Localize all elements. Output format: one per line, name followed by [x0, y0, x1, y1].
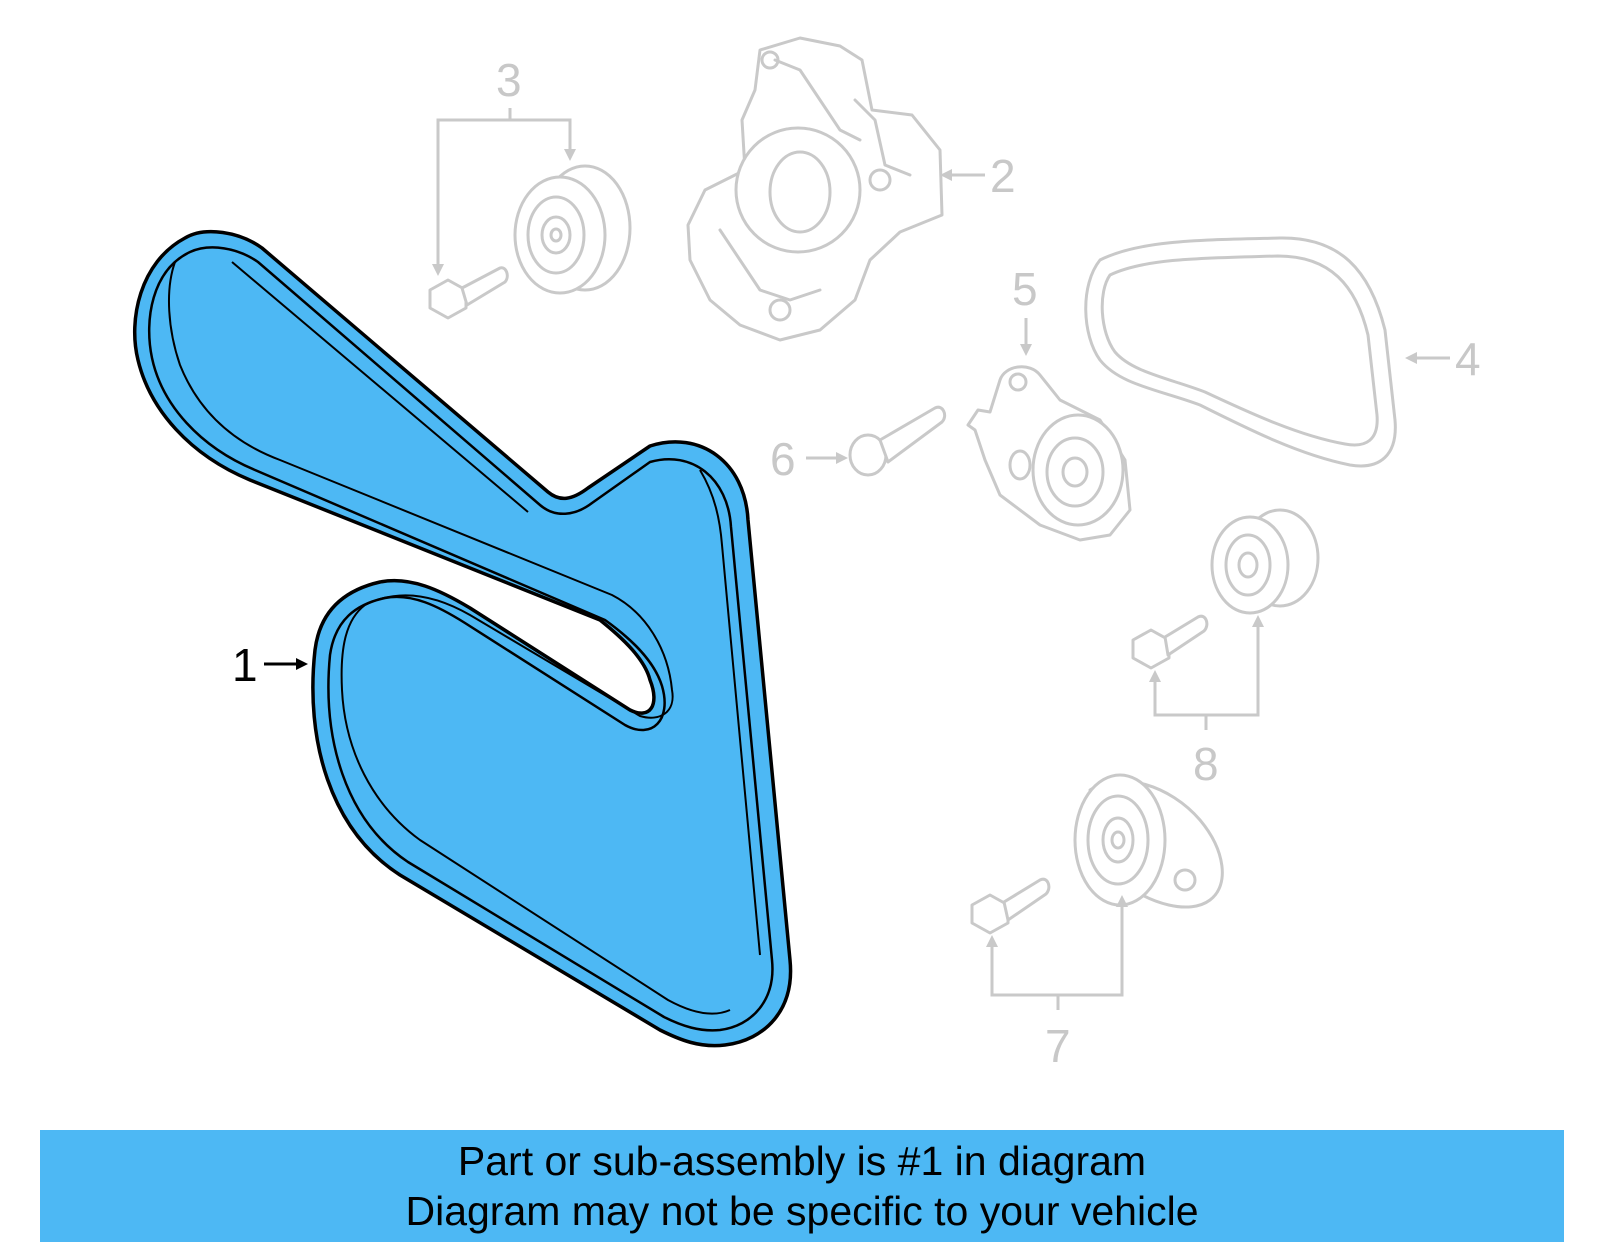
callout-4: 4 — [1405, 333, 1481, 385]
part-5-tensioner[interactable] — [966, 365, 1132, 542]
callout-3: 3 — [432, 54, 576, 276]
callout-1: 1 — [232, 639, 308, 691]
callout-5-label: 5 — [1012, 263, 1038, 315]
banner-line-2: Diagram may not be specific to your vehi… — [405, 1188, 1199, 1234]
callout-7: 7 — [986, 895, 1128, 1072]
part-8-bolt[interactable] — [1131, 614, 1209, 670]
part-4-secondary-belt[interactable] — [1084, 236, 1397, 468]
callout-5: 5 — [1012, 263, 1038, 356]
part-8-idler-pulley[interactable] — [1210, 508, 1320, 615]
info-banner: Part or sub-assembly is #1 in diagram Di… — [40, 1130, 1564, 1242]
callout-3-label: 3 — [496, 54, 522, 106]
part-6-bolt[interactable] — [848, 405, 947, 477]
part-7-bolt[interactable] — [970, 877, 1051, 935]
banner-line-1: Part or sub-assembly is #1 in diagram — [457, 1138, 1147, 1184]
parts-diagram: 1 2 3 — [132, 36, 1481, 1072]
part-1-serpentine-belt[interactable] — [132, 229, 793, 1048]
callout-8-label: 8 — [1193, 738, 1219, 790]
part-3-bolt[interactable] — [428, 266, 509, 320]
callout-2: 2 — [940, 150, 1016, 202]
callout-2-label: 2 — [990, 150, 1016, 202]
callout-6-label: 6 — [770, 433, 796, 485]
part-7-idler-pulley[interactable] — [1073, 773, 1224, 909]
part-2-pump-housing[interactable] — [686, 36, 944, 342]
part-3-idler-pulley[interactable] — [513, 164, 632, 295]
callout-7-label: 7 — [1045, 1020, 1071, 1072]
callout-4-label: 4 — [1455, 333, 1481, 385]
callout-6: 6 — [770, 433, 848, 485]
callout-1-label: 1 — [232, 639, 258, 691]
callout-8: 8 — [1149, 615, 1264, 790]
